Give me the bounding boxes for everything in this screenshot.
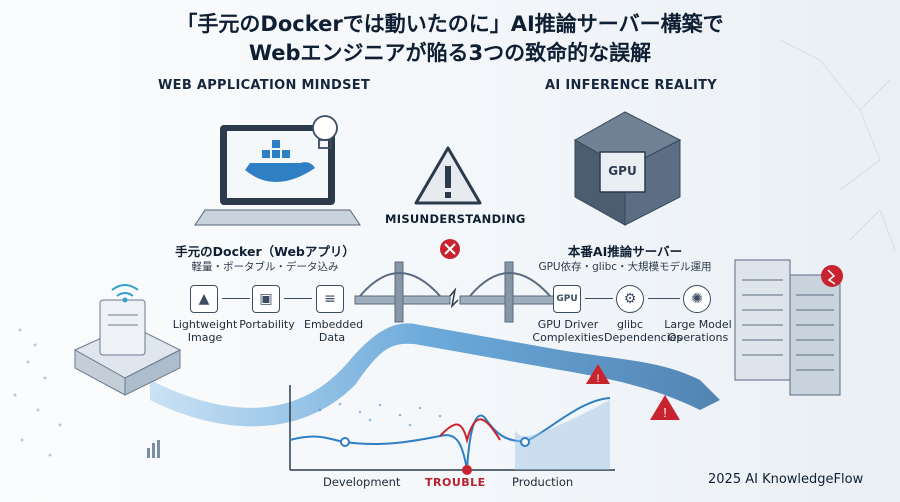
timeline-chart bbox=[289, 385, 615, 475]
left-item-lightweight-label: Lightweight Image bbox=[172, 318, 238, 344]
network-lines-right bbox=[779, 39, 896, 251]
warning-triangle-small-icon: ! bbox=[586, 364, 610, 385]
connector-line bbox=[648, 298, 680, 299]
connector-line bbox=[284, 298, 312, 299]
left-item-portability-label: Portability bbox=[239, 318, 295, 331]
left-item-data-label: Embedded Data bbox=[304, 318, 364, 344]
misunderstanding-label: MISUNDERSTANDING bbox=[385, 212, 526, 226]
svg-text:!: ! bbox=[596, 373, 599, 385]
left-subcaption: 軽量・ポータブル・データ込み bbox=[191, 261, 339, 273]
lightbulb-icon bbox=[312, 115, 338, 149]
gpu-chip-label: GPU bbox=[608, 164, 637, 178]
data-stream bbox=[150, 323, 720, 427]
gpu-chip-icon: GPU bbox=[553, 285, 581, 313]
gpu-cube bbox=[573, 111, 682, 226]
briefcase-icon: ▣ bbox=[252, 285, 280, 313]
small-server bbox=[73, 299, 182, 396]
warning-triangle-medium-icon: ! bbox=[650, 395, 680, 420]
database-icon: ≡ bbox=[316, 285, 344, 313]
image-icon: ▲ bbox=[190, 285, 218, 313]
broken-bridge bbox=[354, 261, 556, 323]
right-section-heading: AI INFERENCE REALITY bbox=[545, 78, 717, 93]
connector-line bbox=[585, 298, 613, 299]
mini-bars-icon bbox=[147, 440, 160, 458]
server-racks bbox=[734, 259, 841, 396]
left-caption: 手元のDocker（Webアプリ） bbox=[175, 244, 355, 259]
gear-icon: ⚙ bbox=[616, 285, 644, 313]
title-line-2: Webエンジニアが陥る3つの致命的な誤解 bbox=[248, 41, 652, 65]
right-item-glibc-label: glibc Dependencies bbox=[604, 318, 683, 344]
right-item-gpu-label: GPU Driver Complexities bbox=[532, 318, 604, 344]
warning-sign-icon bbox=[414, 146, 482, 205]
brain-icon: ✺ bbox=[683, 285, 711, 313]
docker-whale-icon bbox=[245, 140, 315, 183]
timeline-label-trouble: TROUBLE bbox=[425, 476, 486, 489]
error-badge-icon bbox=[821, 265, 843, 287]
network-dots-left bbox=[13, 328, 62, 457]
right-subcaption: GPU依存・glibc・大規模モデル運用 bbox=[538, 261, 712, 273]
timeline-label-production: Production bbox=[512, 475, 574, 489]
title-line-1: 「手元のDockerでは動いたのに」AI推論サーバー構築で bbox=[176, 12, 724, 36]
svg-text:!: ! bbox=[663, 405, 667, 420]
right-caption: 本番AI推論サーバー bbox=[567, 244, 683, 259]
right-item-model-label: Large Model Operations bbox=[664, 318, 732, 344]
footer-credit: 2025 AI KnowledgeFlow bbox=[708, 472, 864, 487]
wifi-icon bbox=[111, 284, 139, 303]
error-x-icon bbox=[440, 239, 460, 259]
left-section-heading: WEB APPLICATION MINDSET bbox=[158, 78, 371, 93]
connector-line bbox=[222, 298, 250, 299]
timeline-label-development: Development bbox=[323, 475, 401, 489]
